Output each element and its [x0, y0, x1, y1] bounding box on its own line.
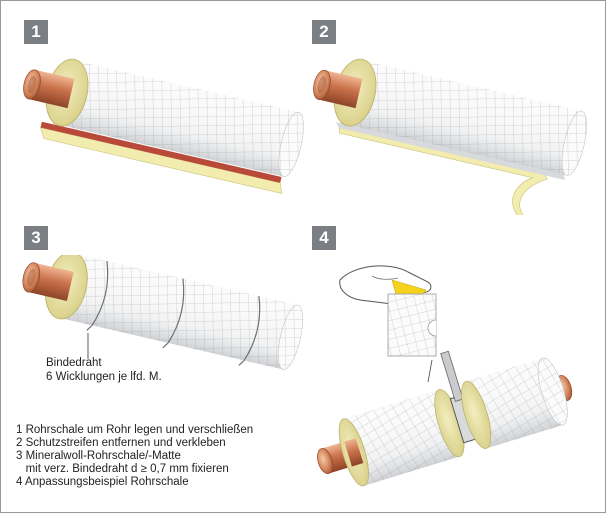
protective-strip — [338, 126, 549, 215]
callout-line-1: Bindedraht — [46, 357, 102, 369]
step-3-badge: 3 — [24, 226, 48, 250]
instructions-legend: 1 Rohrschale um Rohr legen und verschlie… — [16, 424, 253, 489]
binding-wires — [86, 260, 261, 366]
legend-item: 3 Mineralwoll-Rohrschale/-Matte — [16, 450, 181, 462]
step-4-badge: 4 — [312, 226, 336, 250]
hand-with-cutout — [339, 265, 437, 357]
legend-item: mit verz. Bindedraht d ≥ 0,7 mm fixieren — [16, 463, 229, 475]
legend-item: 2 Schutzstreifen entfernen und verkleben — [16, 437, 226, 449]
panel-2-illustration — [313, 58, 587, 215]
panel-3-illustration — [22, 255, 303, 370]
step-1-badge: 1 — [24, 20, 48, 44]
step-2-badge: 2 — [312, 20, 336, 44]
legend-item: 4 Anpassungsbeispiel Rohrschale — [16, 476, 189, 488]
legend-item: 1 Rohrschale um Rohr legen und verschlie… — [16, 424, 254, 436]
callout-line-2: 6 Wicklungen je lfd. M. — [46, 371, 162, 383]
red-seam — [40, 121, 282, 183]
panel-4-illustration — [317, 265, 573, 487]
panel-1-illustration — [23, 58, 304, 194]
binding-wire-callout: Bindedraht 6 Wicklungen je lfd. M. — [46, 356, 162, 384]
